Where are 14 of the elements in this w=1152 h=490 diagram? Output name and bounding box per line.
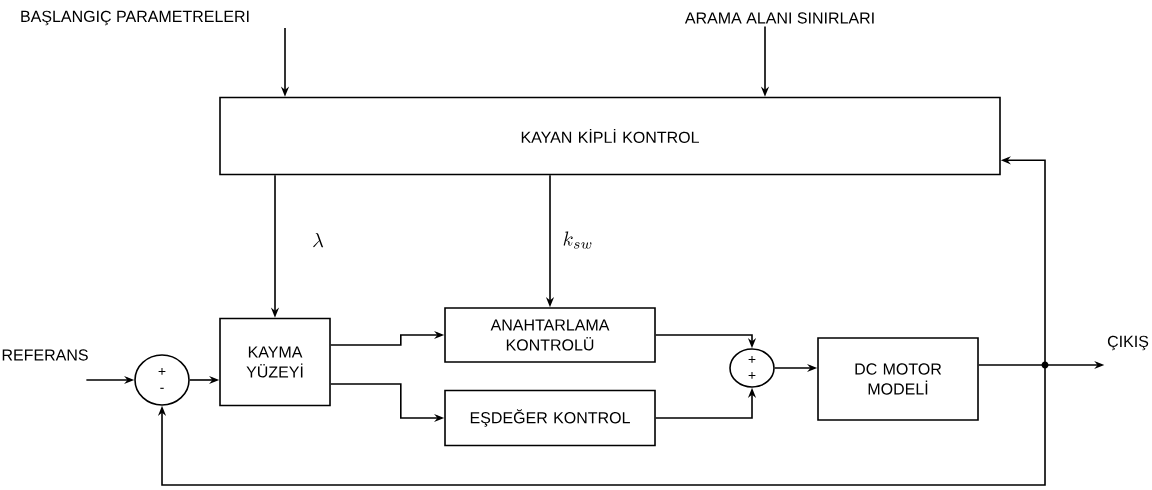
edge-label: $\lambda$ <box>310 231 326 249</box>
block-box: KAYMA YÜZEYİ <box>219 317 331 407</box>
arrow <box>157 364 1046 486</box>
signal-label: BAŞLANGIÇ PARAMETRELERI <box>21 10 249 26</box>
block-box: EŞDEĞER KONTROL <box>444 389 656 447</box>
summing-junction: + - <box>134 354 190 406</box>
block-box: KAYAN KİPLİ KONTROL <box>219 96 1001 176</box>
signal-label: REFERANS <box>2 349 88 361</box>
signal-label: ARAMA ALANI SINIRLARI <box>684 12 874 24</box>
block-box: DC MOTOR MODELİ <box>817 337 979 421</box>
edge-label: $k_{sw}$ <box>560 229 596 251</box>
summing-junction: + + <box>729 348 775 388</box>
block-box: ANAHTARLAMA KONTROLÜ <box>444 307 656 363</box>
signal-label: ÇIKIŞ <box>1107 335 1149 351</box>
